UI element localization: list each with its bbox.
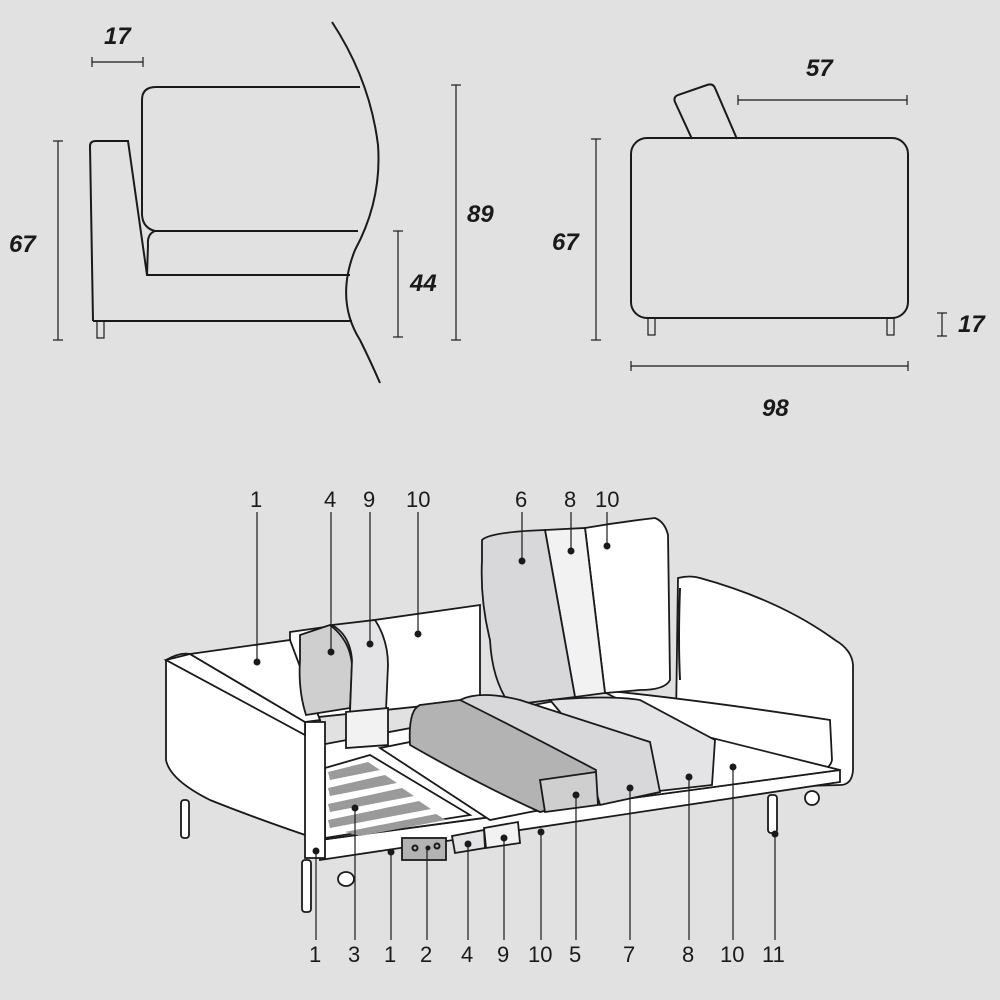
top-callouts: 1 4 9 10 6 8 10 [250, 487, 619, 666]
callout-bottom-3: 3 [348, 942, 360, 967]
dim-seat-depth: 57 [806, 55, 834, 82]
dim-end-height: 67 [552, 229, 580, 256]
dim-depth: 98 [762, 395, 789, 422]
callout-top-1: 1 [250, 487, 262, 512]
callout-bottom-10a: 10 [528, 942, 552, 967]
slats [328, 762, 446, 836]
callout-bottom-8: 8 [682, 942, 694, 967]
callout-bottom-9: 9 [497, 942, 509, 967]
callout-bottom-10b: 10 [720, 942, 744, 967]
callout-top-8: 8 [564, 487, 576, 512]
callout-bottom-5: 5 [569, 942, 581, 967]
end-view: 57 67 17 98 [552, 55, 986, 422]
dim-seat-height: 44 [409, 270, 437, 297]
callout-bottom-11: 11 [762, 942, 785, 967]
side-view: 17 67 44 89 [9, 21, 494, 384]
callout-top-6: 6 [515, 487, 527, 512]
dim-back-height: 89 [467, 201, 494, 228]
dim-side-height: 67 [9, 231, 37, 258]
callout-bottom-4: 4 [461, 942, 473, 967]
callout-bottom-1a: 1 [309, 942, 321, 967]
callout-bottom-2: 2 [420, 942, 432, 967]
callout-bottom-1b: 1 [384, 942, 396, 967]
dim-leg-height: 17 [958, 311, 986, 338]
callout-top-9: 9 [363, 487, 375, 512]
callout-top-4: 4 [324, 487, 336, 512]
callout-bottom-7: 7 [623, 942, 635, 967]
bracket-plate [401, 837, 447, 861]
exploded-view [163, 517, 854, 913]
dim-armrest-width: 17 [104, 23, 132, 50]
bottom-callouts: 1 3 1 2 4 9 10 5 7 8 [309, 763, 785, 967]
callout-top-10b: 10 [595, 487, 619, 512]
callout-top-10a: 10 [406, 487, 430, 512]
